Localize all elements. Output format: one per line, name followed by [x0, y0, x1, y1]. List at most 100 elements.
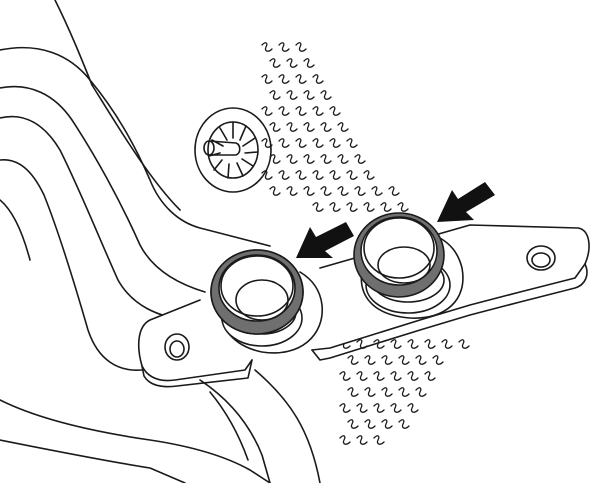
hatch-mark [261, 106, 273, 116]
hatch-mark [286, 154, 298, 164]
hatch-mark [356, 371, 368, 381]
hatch-mark [354, 154, 366, 164]
grommet-icon [194, 107, 272, 193]
hatch-mark [295, 138, 307, 148]
hatch-mark [415, 355, 427, 365]
hatch-mark [286, 58, 298, 68]
hatch-mark [329, 202, 341, 212]
hatch-mark [320, 186, 332, 196]
hatch-mark [303, 186, 315, 196]
left-pipe-port [210, 249, 323, 354]
hatch-mark [269, 58, 281, 68]
callout-arrow-right [437, 182, 495, 222]
hatch-mark [346, 202, 358, 212]
hatch-mark [261, 138, 273, 148]
hatch-mark [295, 42, 307, 52]
hatch-mark [337, 122, 349, 132]
hatch-mark [364, 355, 376, 365]
hatch-mark [269, 122, 281, 132]
hatch-mark [458, 339, 470, 349]
hatch-mark [303, 90, 315, 100]
hatch-mark [407, 403, 419, 413]
hatch-mark [339, 371, 351, 381]
hatch-mark [381, 355, 393, 365]
hatch-mark [363, 202, 375, 212]
hatch-mark [373, 435, 385, 445]
hatch-texture-upper [261, 42, 409, 212]
hatch-mark [346, 170, 358, 180]
hatch-mark [373, 371, 385, 381]
hatch-mark [424, 371, 436, 381]
hatch-mark [295, 106, 307, 116]
hatch-mark [398, 387, 410, 397]
hatch-mark [380, 202, 392, 212]
hatch-mark [363, 170, 375, 180]
hatch-mark [337, 186, 349, 196]
hatch-mark [303, 154, 315, 164]
hatch-mark [286, 122, 298, 132]
hatch-mark [373, 403, 385, 413]
callout-arrow-left [296, 222, 354, 258]
hatch-mark [329, 106, 341, 116]
right-pipe-port [353, 212, 464, 319]
hatch-mark [381, 419, 393, 429]
hatch-mark [397, 202, 409, 212]
hatch-mark [347, 419, 359, 429]
hatch-mark [424, 339, 436, 349]
hatch-mark [261, 170, 273, 180]
hatch-mark [354, 186, 366, 196]
hatch-mark [390, 403, 402, 413]
hatch-mark [303, 122, 315, 132]
hatch-mark [339, 403, 351, 413]
hatch-mark [278, 74, 290, 84]
hatch-mark [356, 403, 368, 413]
hatch-mark [364, 387, 376, 397]
hatch-mark [398, 355, 410, 365]
hatch-mark [278, 170, 290, 180]
hatch-mark [286, 186, 298, 196]
hatch-mark [312, 202, 324, 212]
hatch-mark [390, 371, 402, 381]
hatch-mark [295, 170, 307, 180]
hatch-mark [312, 106, 324, 116]
hatch-mark [398, 419, 410, 429]
hatch-mark [278, 106, 290, 116]
hatch-mark [312, 138, 324, 148]
background-body-lines [0, 0, 321, 483]
hatch-mark [261, 42, 273, 52]
hatch-texture-lower [339, 339, 470, 445]
hatch-mark [337, 154, 349, 164]
hatch-mark [329, 138, 341, 148]
hatch-mark [320, 90, 332, 100]
hatch-mark [390, 339, 402, 349]
hatch-mark [278, 138, 290, 148]
hatch-mark [371, 186, 383, 196]
hatch-mark [407, 339, 419, 349]
hatch-mark [320, 122, 332, 132]
hatch-mark [381, 387, 393, 397]
hatch-mark [261, 74, 273, 84]
hatch-mark [278, 42, 290, 52]
hatch-mark [339, 435, 351, 445]
hatch-mark [432, 355, 444, 365]
hatch-mark [303, 58, 315, 68]
hatch-mark [312, 74, 324, 84]
hatch-mark [286, 90, 298, 100]
hatch-mark [388, 186, 400, 196]
hatch-mark [269, 90, 281, 100]
hatch-mark [373, 339, 385, 349]
hatch-mark [347, 355, 359, 365]
hatch-mark [407, 371, 419, 381]
hatch-mark [320, 154, 332, 164]
hatch-mark [295, 74, 307, 84]
hatch-mark [415, 387, 427, 397]
hatch-mark [356, 435, 368, 445]
hatch-mark [269, 154, 281, 164]
hatch-mark [269, 186, 281, 196]
hatch-mark [312, 170, 324, 180]
hatch-mark [364, 419, 376, 429]
hatch-mark [347, 387, 359, 397]
hatch-mark [329, 170, 341, 180]
